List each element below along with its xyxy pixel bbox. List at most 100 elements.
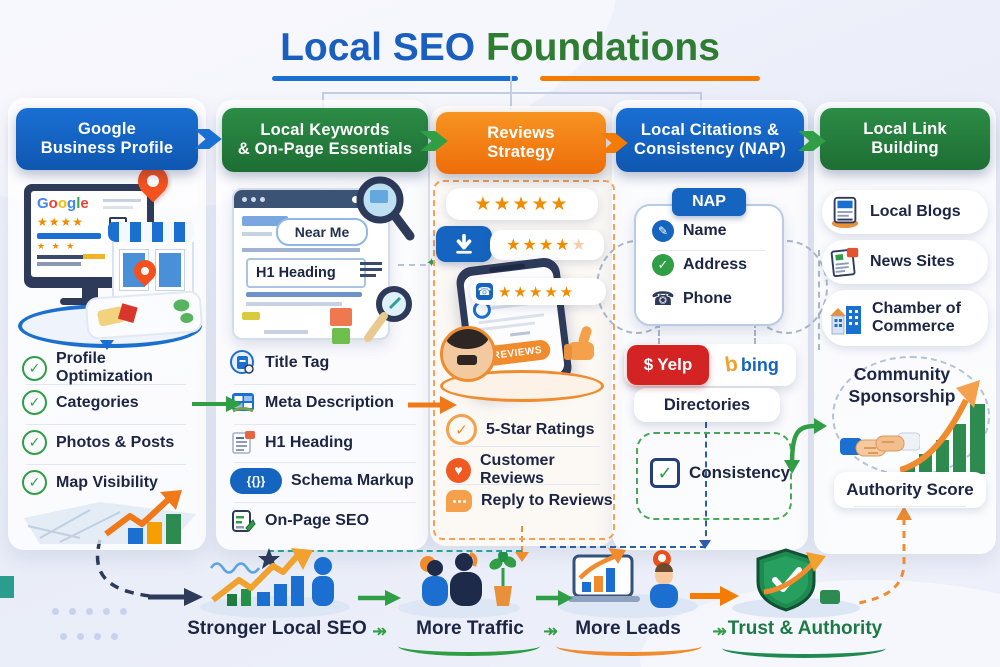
header-line: Strategy (487, 143, 555, 161)
mini-arrow: ↠ (712, 621, 728, 641)
nap-field-label: Address (683, 256, 748, 273)
arrow-orange-flow (690, 586, 739, 606)
name-icon: ✎ (652, 220, 674, 242)
underline-swoosh-orange (556, 636, 702, 656)
checklist-label: Schema Markup (291, 472, 414, 489)
screen-line (103, 199, 141, 202)
content-block-green (332, 328, 350, 344)
chevron-arrow-orange (600, 133, 628, 153)
link-item-label: News Sites (870, 253, 955, 270)
dashed-blue-vertical (705, 422, 707, 546)
screen-line (37, 262, 81, 266)
checklist-label: Title Tag (265, 354, 330, 371)
stronger-local-seo-illustration (209, 548, 334, 606)
four-stars: ★★★★ (506, 237, 572, 254)
content-line (246, 302, 342, 306)
header-local-keywords: Local Keywords & On-Page Essentials (222, 108, 428, 172)
nap-tab: NAP (672, 188, 746, 216)
deco-teal-square (0, 576, 14, 598)
consistency-item: ✓ Consistency (650, 458, 790, 488)
community-line: Sponsorship (848, 385, 956, 406)
content-line (242, 232, 272, 236)
hamburger-line (360, 262, 382, 265)
mini-arrow: ↠ (543, 621, 559, 641)
gbp-illustration: Google ★★★★ ★ ★ ★ (12, 159, 204, 350)
screen-line-yellow (83, 254, 105, 259)
checklist-item: H1 Heading (230, 430, 426, 456)
address-check-icon: ✓ (652, 254, 674, 276)
title-underline-blue (272, 76, 518, 81)
header-local-link-building: Local Link Building (820, 108, 990, 170)
bing-label: bing (740, 354, 779, 375)
directories-label: Directories (663, 395, 751, 414)
nap-field: ✎ Name (652, 220, 727, 242)
h1-heading-box: H1 Heading (246, 258, 366, 288)
checklist-item: Meta Description (230, 390, 426, 416)
content-block-yellow (242, 312, 260, 320)
yelp-badge: $ Yelp (627, 345, 709, 385)
screen-line (510, 331, 531, 337)
checklist-label: On-Page SEO (265, 512, 370, 529)
header-line: Google (77, 119, 137, 138)
checklist-item: ✓ Profile Optimization (22, 350, 200, 386)
keywords-illustration: Near Me H1 Heading (222, 176, 428, 346)
arrow-green-2 (536, 590, 573, 606)
platform-ellipse-orange (440, 370, 604, 402)
screen-bar (37, 233, 101, 239)
page-title: Local SEO Foundations (0, 26, 1000, 70)
reviewer-avatar (440, 326, 496, 382)
down-arrow-orange (515, 552, 529, 562)
near-me-pill: Near Me (276, 218, 368, 246)
on-page-seo-icon (230, 508, 256, 534)
header-line: & On-Page Essentials (237, 140, 413, 158)
avatar-beard (457, 355, 477, 365)
authority-score-label: Authority Score (846, 480, 974, 499)
chevron-arrow-blue (194, 129, 222, 149)
rating-bar-4: ★★★★ ★ (490, 230, 604, 260)
header-line: Building (871, 139, 939, 157)
news-sites-icon (828, 245, 862, 279)
screen-small-stars: ★ ★ ★ (37, 241, 77, 251)
hamburger-line (360, 268, 382, 271)
checklist-item: ✓ Photos & Posts (22, 430, 200, 455)
flow-platform (200, 596, 350, 618)
mini-arrow: ↠ (372, 621, 388, 641)
screen-stars: ★★★★ (37, 215, 85, 229)
directories-pill: Directories (634, 388, 780, 422)
dashed-link (398, 264, 426, 266)
header-line: Local Link (863, 119, 947, 138)
magnifier-icon-large (356, 176, 415, 241)
bing-badge: b bing (712, 349, 792, 381)
nap-field: ☎ Phone (651, 288, 732, 310)
header-line: Reviews (487, 123, 555, 142)
link-item-label: Chamber of Commerce (872, 299, 961, 335)
yelp-burst-icon: $ (643, 355, 654, 374)
link-item-news-sites: News Sites (822, 240, 988, 284)
schema-glyph: {{}} (246, 474, 266, 488)
header-line: Local Citations & (640, 120, 780, 139)
dashed-drop (658, 322, 660, 344)
underline-swoosh-green2 (722, 638, 886, 658)
checklist-item: ♥ Customer Reviews (446, 452, 616, 488)
connector-drop (510, 76, 512, 110)
checklist-item: Reply to Reviews (446, 490, 616, 512)
check-circle-icon: ✓ (22, 355, 47, 381)
consistency-dashed-frame (636, 432, 792, 520)
pin-hole (144, 172, 162, 190)
download-icon (456, 233, 472, 254)
content-bar (242, 216, 288, 226)
h1-heading-label: H1 Heading (256, 265, 336, 281)
h1-heading-icon (230, 430, 256, 456)
screen-line (103, 206, 133, 209)
schema-markup-icon: {{}} (230, 468, 282, 494)
dashed-drop (754, 322, 756, 344)
checklist-item: ✓ 5-Star Ratings (446, 414, 612, 445)
phone-icon: ☎ (651, 288, 675, 310)
reviews-badge-label: REVIEWS (492, 344, 543, 362)
authority-bars-chart (900, 380, 985, 474)
community-sponsorship-label: Community Sponsorship (832, 364, 972, 408)
link-item-local-blogs: Local Blogs (822, 190, 988, 234)
header-reviews-strategy: Reviews Strategy (436, 112, 606, 174)
bing-logo-icon: b (723, 352, 740, 377)
